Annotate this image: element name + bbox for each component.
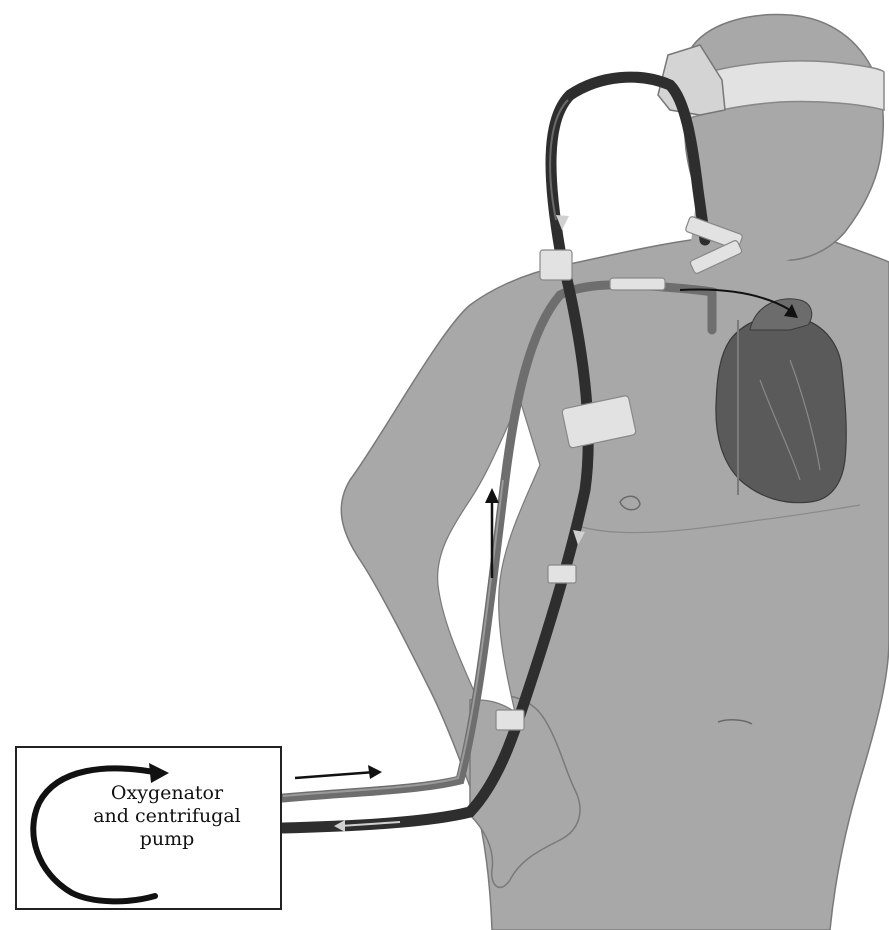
pump-label-line-2: and centrifugal [87,805,247,828]
cannula-connector [610,278,665,290]
pump-label: Oxygenator and centrifugal pump [87,782,247,851]
torso-clip [548,565,576,583]
neck-tape [540,250,572,280]
pump-label-line-1: Oxygenator [87,782,247,805]
oxygenator-pump-box: Oxygenator and centrifugal pump [15,746,282,910]
flow-direction-arrow-icon [368,765,382,779]
hip-clip [496,710,524,730]
pump-label-line-3: pump [87,828,247,851]
flow-direction-arrow-icon [295,772,375,778]
